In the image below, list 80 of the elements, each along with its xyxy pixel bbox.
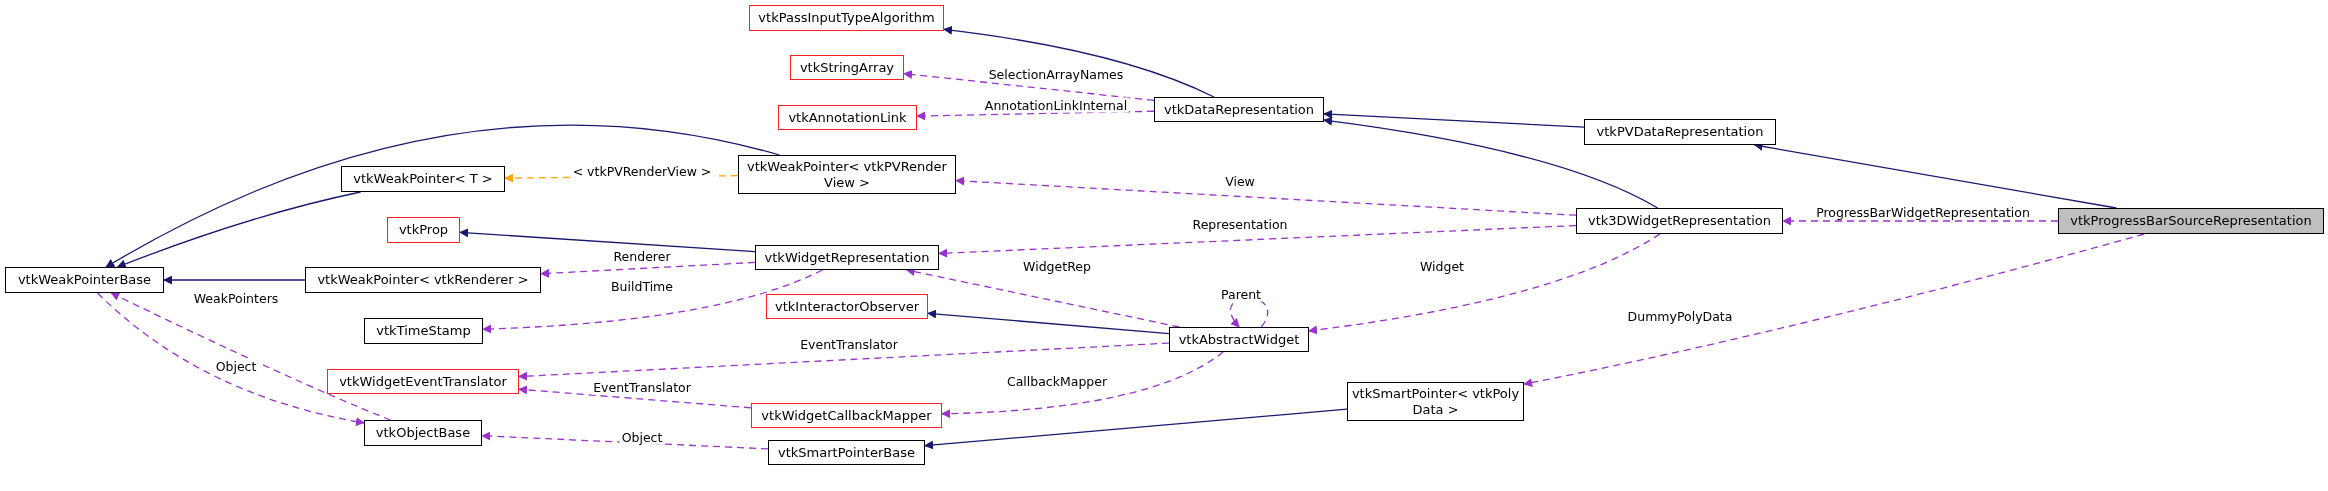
edge-label: WeakPointers (191, 290, 281, 306)
class-name: vtkTimeStamp (376, 323, 471, 339)
dashed-arrow (482, 269, 824, 334)
class-name: vtkWidgetCallbackMapper (761, 407, 932, 424)
edge-label: AnnotationLinkInternal (982, 97, 1130, 113)
class-box (327, 369, 519, 394)
class-box (755, 245, 939, 270)
class-box (364, 420, 482, 446)
class-box (778, 105, 917, 130)
class-name: vtkWidgetEventTranslator (339, 373, 507, 390)
dashed-arrow (96, 292, 365, 426)
class-box (790, 55, 904, 80)
class-name: vtkDataRepresentation (1163, 101, 1315, 118)
edge-label: Representation (1190, 216, 1290, 232)
arrow (924, 408, 1348, 450)
dashed-arrow (1308, 233, 1661, 335)
class-box (766, 294, 928, 319)
edge-label: Object (619, 429, 665, 445)
dashed-arrow (903, 70, 1155, 102)
dashed-arrow (540, 261, 756, 278)
class-name: vtkSmartPointer< vtkPoly Data > (1351, 385, 1520, 418)
class-box (5, 267, 164, 293)
edge-label: View (1223, 173, 1257, 189)
class-box (738, 155, 956, 194)
arrow (927, 309, 1170, 335)
class-box (768, 440, 925, 465)
class-name: vtkWeakPointer< T > (353, 171, 493, 187)
class-name: vtkPVDataRepresentation (1596, 124, 1764, 140)
class-name: vtkInteractorObserver (775, 298, 919, 315)
edge-label: Renderer (611, 248, 673, 264)
class-box (751, 403, 942, 428)
class-box (364, 318, 483, 344)
class-name: vtkWeakPointerBase (17, 272, 152, 288)
class-name: vtkWeakPointer< vtkRenderer > (317, 272, 529, 288)
edge-label: EventTranslator (798, 336, 900, 352)
arrow (1323, 116, 1659, 209)
edge-label: Object (213, 358, 259, 374)
class-box (1576, 208, 1783, 234)
class-name: vtkStringArray (799, 59, 895, 76)
edge-label: Widget (1418, 258, 1466, 274)
dashed-arrow (938, 224, 1577, 258)
dashed-arrow (941, 351, 1224, 419)
arrow (943, 25, 1215, 98)
class-box (305, 267, 541, 293)
dashed-arrow (1523, 233, 2145, 387)
edge-label: WidgetRep (1021, 258, 1093, 274)
arrow (1323, 109, 1585, 128)
edge-label: DummyPolyData (1625, 308, 1735, 324)
class-name: vtkAnnotationLink (788, 109, 907, 126)
arrow (163, 275, 306, 285)
dashed-arrow (955, 176, 1577, 216)
class-box (387, 217, 460, 243)
class-box (341, 166, 505, 192)
dashed-arrow (481, 431, 769, 450)
class-name: vtkPassInputTypeAlgorithm (758, 10, 935, 26)
class-box (1169, 327, 1309, 352)
class-box (2058, 208, 2324, 234)
edge-label: BuildTime (609, 278, 675, 294)
dashed-arrow (1782, 216, 2059, 226)
class-name: vtkProp (398, 222, 449, 238)
class-name: vtkObjectBase (375, 425, 471, 441)
class-box (749, 5, 944, 31)
dashed-arrow (518, 385, 752, 409)
class-name: vtkProgressBarSourceRepresentation (2070, 213, 2312, 229)
class-name: vtkSmartPointerBase (778, 444, 915, 461)
edge-label: SelectionArrayNames (986, 66, 1126, 82)
arrow (459, 228, 756, 253)
class-name: vtk3DWidgetRepresentation (1587, 213, 1772, 229)
arrow (105, 124, 781, 268)
class-name: vtkWidgetRepresentation (764, 249, 930, 266)
class-name: vtkWeakPointer< vtkPVRender View > (746, 158, 948, 191)
arrow (116, 191, 362, 269)
class-name: vtkAbstractWidget (1178, 331, 1300, 348)
edge-label: CallbackMapper (1004, 373, 1110, 389)
edge-label: ProgressBarWidgetRepresentation (1814, 204, 2032, 220)
dashed-arrow (518, 342, 1170, 381)
class-box (1584, 119, 1776, 145)
edge-label: EventTranslator (591, 379, 693, 395)
dashed-arrow (110, 292, 392, 421)
class-box (1154, 97, 1324, 122)
